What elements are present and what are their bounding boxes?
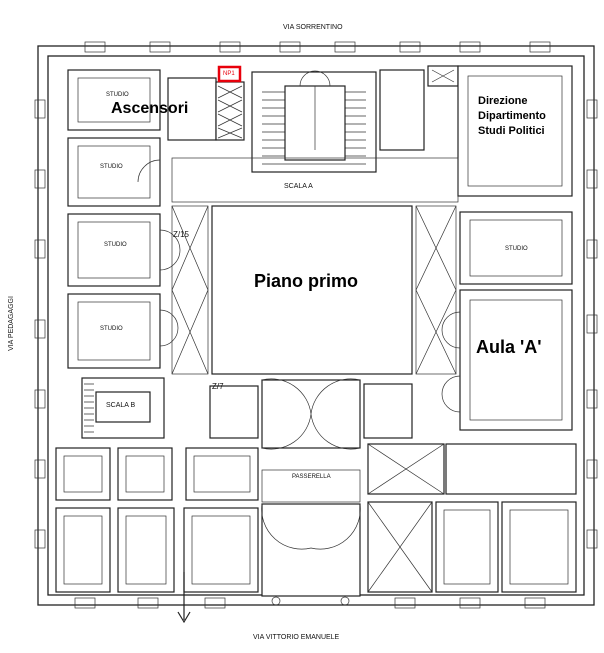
studio-label-1: STUDIO [106,92,129,98]
direzione-line1: Direzione [478,95,528,107]
bottom-left-rooms [55,447,259,593]
aula-a-label: Aula 'A' [476,337,542,357]
scala-a [251,70,377,173]
direzione-room [379,65,573,197]
ascensori-label: Ascensori [111,100,189,117]
z15-label: Z/15 [173,230,190,239]
elevator-block [167,77,245,141]
street-bottom: VIA VITTORIO EMANUELE [253,634,340,641]
restrooms [209,383,413,439]
right-rooms [441,211,573,431]
np1-marker [217,65,242,83]
studio-label-4: STUDIO [100,326,123,332]
studio-label-2: STUDIO [100,164,123,170]
bottom-right-rooms [367,443,577,593]
scala-b-label: SCALA B [106,402,136,409]
courtyard [211,205,413,375]
z7-label: Z/7 [212,382,224,391]
left-rooms [67,69,181,369]
down-arrow-icon [177,572,191,624]
street-left: VIA PEDAGAGGI [7,296,15,351]
direzione-line2: Dipartimento [478,110,546,122]
passerella-label: PASSERELLA [292,474,331,480]
windows-bottom [74,596,546,609]
studio-label-5: STUDIO [505,246,528,252]
windows-top [84,41,551,53]
central-hall [261,378,361,597]
direzione-line3: Studi Politici [478,125,545,137]
windows-sides [34,99,598,549]
street-top: VIA SORRENTINO [283,24,343,31]
studio-label-3: STUDIO [104,242,127,248]
np1-label: NP1 [223,71,235,77]
scala-b [81,377,165,439]
scala-a-label: SCALA A [284,183,313,190]
piano-primo-label: Piano primo [254,271,359,291]
corridors [171,157,459,375]
